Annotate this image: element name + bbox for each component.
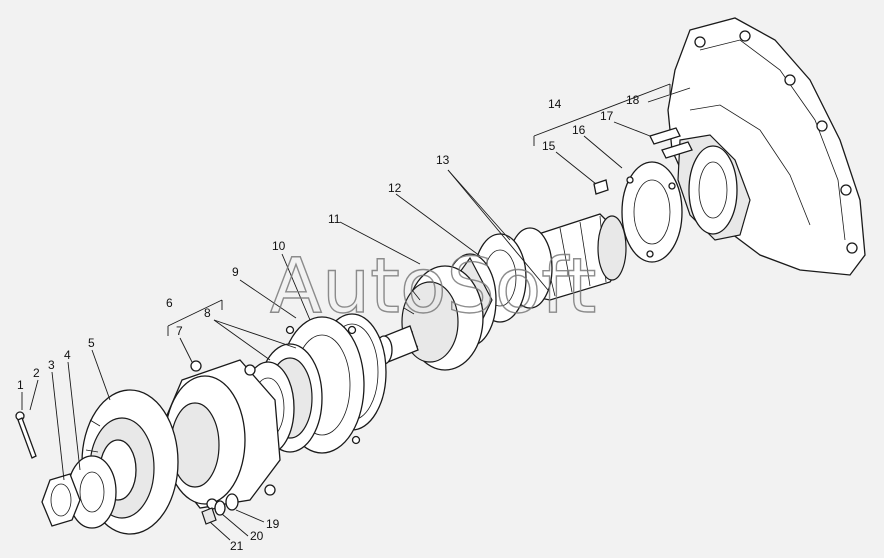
callout-19: 19	[266, 517, 280, 531]
part-castle-nut	[41, 473, 81, 527]
callout-17: 17	[600, 109, 614, 123]
callout-11: 11	[328, 212, 341, 226]
callout-7: 7	[176, 324, 183, 338]
callout-9: 9	[232, 265, 239, 279]
part-cotter-pin	[15, 411, 37, 459]
callout-6: 6	[166, 296, 173, 310]
part-studs	[649, 127, 693, 159]
callout-18: 18	[626, 93, 640, 107]
callout-2: 2	[33, 366, 40, 380]
part-hub	[164, 359, 281, 510]
callout-10: 10	[272, 239, 286, 253]
part-housing	[667, 17, 866, 276]
callout-3: 3	[48, 358, 55, 372]
part-gear-bearing	[375, 265, 484, 371]
callout-20: 20	[250, 529, 264, 543]
callout-13: 13	[436, 153, 450, 167]
callout-15: 15	[542, 139, 556, 153]
leader-lines	[21, 83, 691, 541]
callout-14: 14	[548, 97, 562, 111]
part-flange	[621, 161, 683, 263]
callout-4: 4	[64, 348, 71, 362]
callout-8: 8	[204, 306, 211, 320]
callout-labels: 1 2 3 4 5 6 7 8 9 10 11 12 13 14 15 16 1…	[17, 93, 640, 553]
callout-5: 5	[88, 336, 95, 350]
callout-21: 21	[230, 539, 244, 553]
watermark-text: AutoSoft	[270, 241, 596, 330]
callout-16: 16	[572, 123, 586, 137]
part-small-fasteners	[201, 493, 239, 525]
callout-12: 12	[388, 181, 402, 195]
part-pin	[593, 179, 609, 195]
callout-1: 1	[17, 378, 24, 392]
